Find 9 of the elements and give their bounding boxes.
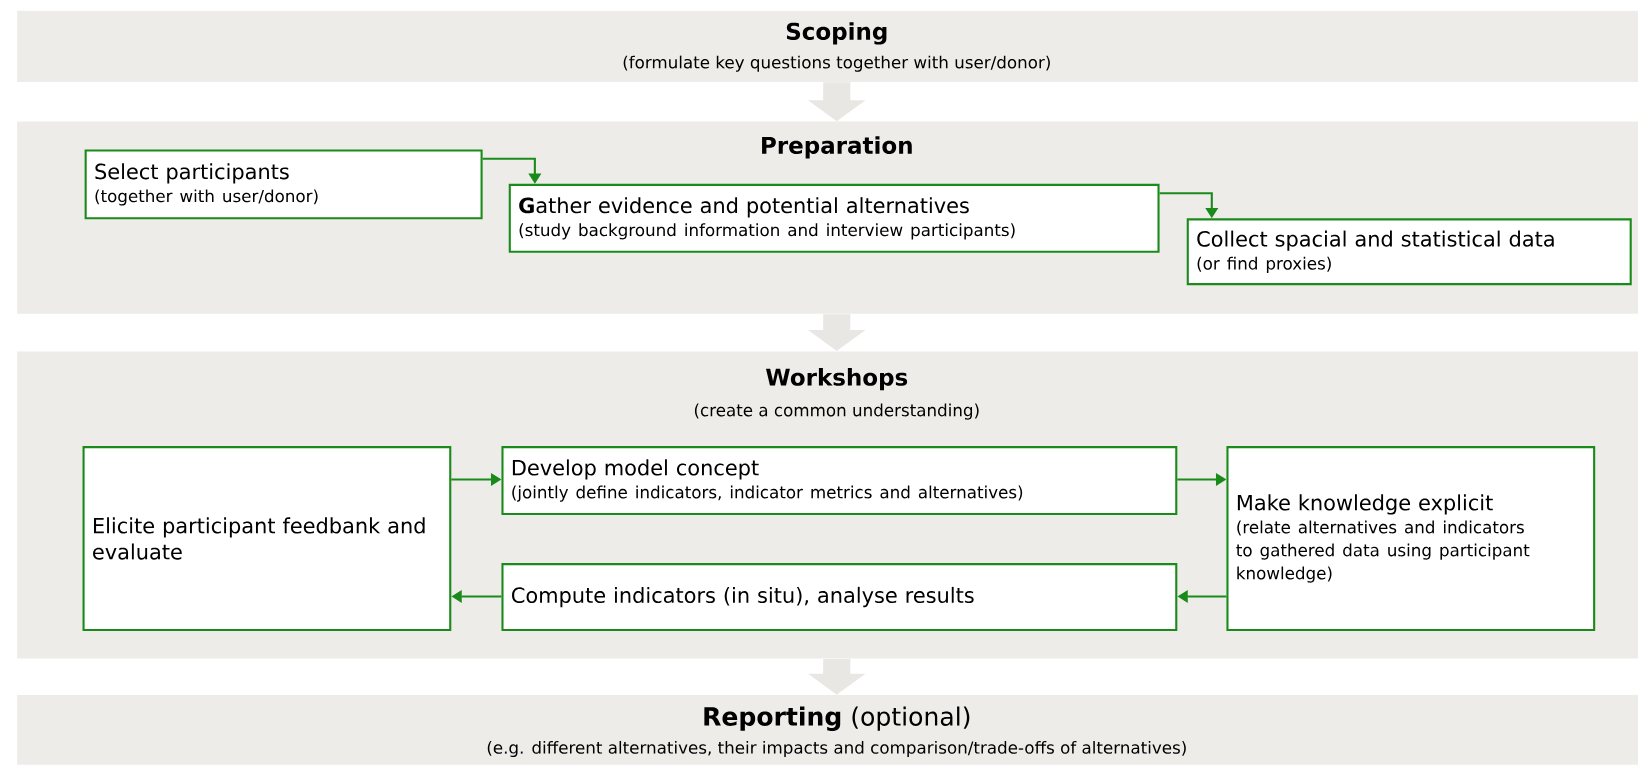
stage-band: Scoping (formulate key questions together with user/donor) (17, 11, 1638, 83)
process-box: Compute indicators (in situ), analyse results (501, 563, 1178, 632)
process-box: Select participants (together with user/donor) (84, 149, 483, 220)
process-box: Gather evidence and potential alternatives (study background information and interview participants) (508, 184, 1160, 253)
process-box: Develop model concept (jointly define indicators, indicator metrics and alternatives) (501, 446, 1178, 516)
process-box: Collect spacial and statistical data (or find proxies) (1186, 218, 1632, 286)
stage-band: Reporting (optional) (e.g. different alternatives, their impacts and comparison/trade-offs of alternatives) (17, 695, 1638, 765)
process-box: Make knowledge explicit (relate alternatives and indicators to gathered data using participant knowledge) (1226, 446, 1596, 632)
process-box: Elicite participant feedbank and evaluate (82, 446, 452, 632)
